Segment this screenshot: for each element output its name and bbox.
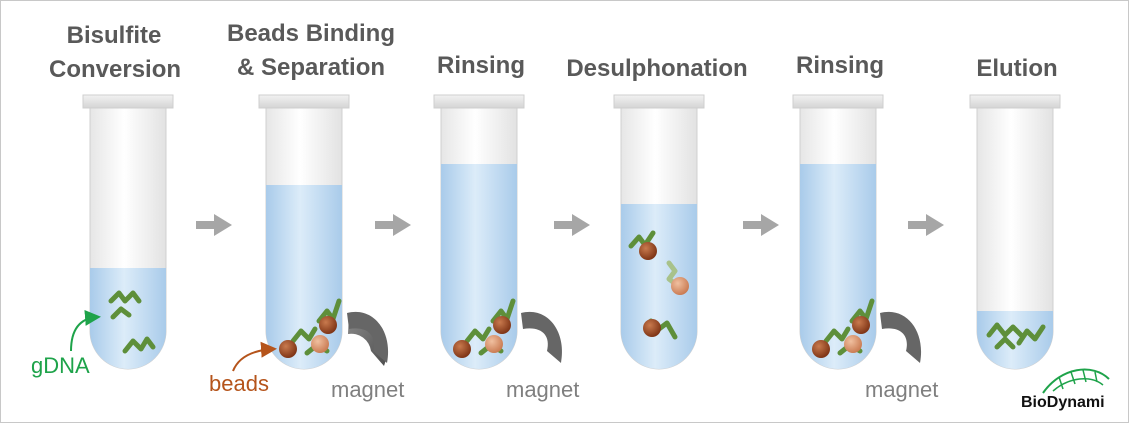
step-title-line: & Separation: [236, 54, 386, 81]
beads-pointer: [232, 341, 277, 372]
gdna-label: gDNA: [31, 353, 90, 378]
dna-strand: [849, 298, 875, 324]
step-title-line: Elution: [976, 55, 1058, 82]
step-title-line: Conversion: [49, 56, 182, 83]
dna-strand: [122, 336, 156, 354]
bead: [639, 242, 657, 260]
tube-rinsing-1: [433, 94, 563, 370]
tube-cap: [969, 94, 1061, 109]
dna-strand: [1016, 324, 1046, 346]
step-title-elution: Elution: [954, 52, 1080, 86]
bead: [485, 335, 503, 353]
step-title-beads-binding: Beads Binding & Separation: [211, 17, 411, 85]
dna-strand: [490, 298, 516, 324]
tube-beads-binding: [232, 94, 389, 372]
magnet-body: [347, 311, 389, 363]
step-arrow: [743, 214, 779, 236]
dna-strand: [464, 326, 492, 344]
magnet: [880, 311, 922, 363]
dna-strand: [628, 230, 656, 249]
dna-strand: [994, 336, 1016, 350]
logo-text: BioDynami: [1021, 394, 1105, 411]
dna-strand: [290, 326, 318, 344]
tube-elution: [969, 94, 1061, 370]
magnet: [521, 311, 563, 363]
bead: [643, 319, 661, 337]
beads-label: beads: [209, 371, 269, 396]
dna-strand: [316, 298, 342, 324]
step-title-rinsing-2: Rinsing: [779, 49, 901, 83]
liquid: [621, 204, 697, 369]
tube-cap: [613, 94, 705, 109]
bead: [279, 340, 297, 358]
step-arrow: [196, 214, 232, 236]
step-title-line: Rinsing: [437, 52, 525, 79]
bead: [319, 316, 337, 334]
tube-bisulfite-conversion: [70, 94, 174, 370]
gdna-pointer: [70, 309, 101, 352]
magnet-label: magnet: [506, 377, 580, 402]
step-title-line: Beads Binding: [226, 20, 395, 47]
tube-cap: [433, 94, 525, 109]
tube-desulphonation: [613, 94, 705, 370]
step-arrow: [554, 214, 590, 236]
tube-cap: [82, 94, 174, 109]
bead: [852, 316, 870, 334]
step-title-line: Rinsing: [796, 52, 884, 79]
step-title-line: Bisulfite: [66, 22, 162, 49]
bead: [844, 335, 862, 353]
liquid: [266, 185, 342, 369]
liquid: [90, 268, 166, 369]
tube-rinsing-2: [792, 94, 922, 370]
step-title-desulphonation: Desulphonation: [551, 52, 763, 86]
liquid: [977, 311, 1053, 369]
magnet-label: magnet: [331, 377, 405, 402]
tube-cap: [258, 94, 350, 109]
bead: [493, 316, 511, 334]
step-arrow: [908, 214, 944, 236]
step-title-bisulfite-conversion: Bisulfite Conversion: [49, 19, 182, 87]
step-title-rinsing-1: Rinsing: [421, 49, 541, 83]
bead: [671, 277, 689, 295]
tube-cap: [792, 94, 884, 109]
bead: [311, 335, 329, 353]
magnet-label: magnet: [865, 377, 939, 402]
bead: [812, 340, 830, 358]
bead: [453, 340, 471, 358]
biodynami-logo-icon: [1042, 368, 1110, 394]
dna-strand: [823, 326, 851, 344]
dna-strand: [986, 322, 1024, 338]
step-arrow: [375, 214, 411, 236]
dna-strand: [110, 306, 132, 320]
dna-strand: [108, 290, 142, 304]
step-title-line: Desulphonation: [566, 55, 748, 82]
